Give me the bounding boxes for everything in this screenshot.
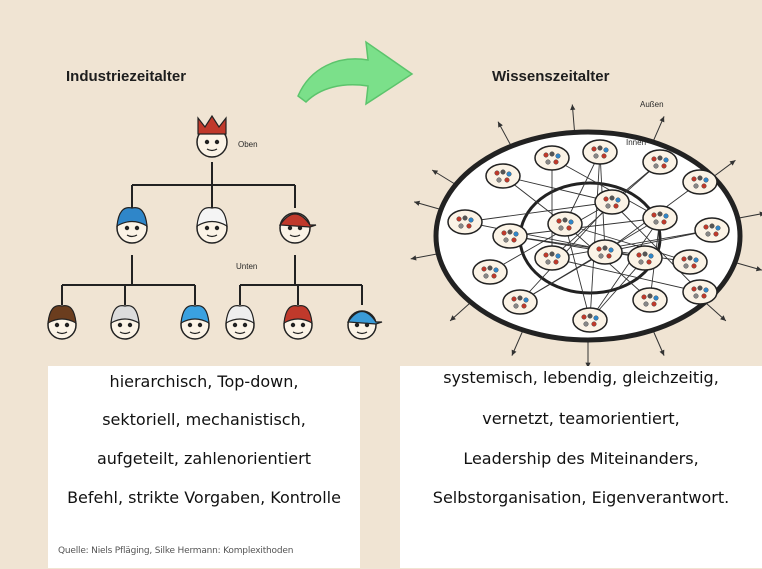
outward-arrow (413, 200, 444, 211)
right-title: Wissenszeitalter (492, 68, 610, 85)
outer-label: Außen (640, 100, 664, 109)
network-link (564, 223, 691, 263)
transition-arrow (297, 40, 414, 106)
top-label: Oben (238, 140, 258, 149)
right-line-3: Leadership des Miteinanders, (463, 449, 699, 468)
face-worker-1 (47, 305, 77, 340)
team-node (447, 209, 483, 235)
team-node (572, 307, 608, 333)
team-node (502, 289, 538, 315)
left-title: Industriezeitalter (66, 68, 187, 85)
team-node (485, 163, 521, 189)
network-link (509, 235, 646, 259)
network-link (564, 223, 591, 321)
outward-arrow (732, 261, 762, 272)
team-node (582, 139, 618, 165)
team-node (594, 189, 630, 215)
bottom-label: Unten (236, 262, 258, 271)
team-node (472, 259, 508, 285)
right-line-4: Selbstorganisation, Eigenverantwort. (432, 488, 730, 507)
network-link (589, 151, 601, 321)
team-node (642, 149, 678, 175)
face-worker-6 (346, 310, 383, 340)
hierarchy-tree (61, 162, 363, 305)
left-line-3: aufgeteilt, zahlenorientiert (96, 449, 311, 468)
network-link (509, 217, 661, 237)
team-node (642, 205, 678, 231)
right-line-1: systemisch, lebendig, gleichzeitig, (443, 368, 719, 387)
face-manager-2 (196, 207, 228, 244)
team-node (694, 217, 730, 243)
outward-arrow (735, 211, 762, 220)
network-link (604, 229, 713, 253)
face-worker-5 (283, 305, 313, 340)
network-link (519, 217, 661, 303)
face-worker-4 (225, 305, 255, 340)
network-link (464, 201, 613, 223)
face-manager-1 (116, 207, 148, 244)
team-node (534, 245, 570, 271)
network-link (551, 157, 661, 219)
network-link (589, 217, 661, 321)
face-worker-2 (110, 305, 140, 340)
left-line-1: hierarchisch, Top-down, (109, 372, 299, 391)
team-node (492, 223, 528, 249)
outward-arrow (410, 252, 441, 261)
network-link (489, 201, 613, 273)
team-node (682, 279, 718, 305)
network-diagram (410, 104, 762, 368)
team-node (627, 245, 663, 271)
source-citation: Quelle: Niels Pfläging, Silke Hermann: K… (58, 546, 294, 556)
team-node (547, 211, 583, 237)
team-node (587, 239, 623, 265)
inner-label: Innen (626, 138, 647, 147)
left-line-4: Befehl, strikte Vorgaben, Kontrolle (67, 488, 341, 507)
right-description-box: systemisch, lebendig, gleichzeitig, vern… (400, 366, 762, 568)
left-line-2: sektoriell, mechanistisch, (102, 410, 306, 429)
face-manager-3 (278, 212, 317, 244)
face-worker-3 (180, 305, 210, 340)
team-node (682, 169, 718, 195)
left-description-box: hierarchisch, Top-down, sektoriell, mech… (48, 366, 360, 568)
network-link (502, 175, 613, 203)
face-boss (196, 114, 228, 158)
right-line-2: vernetzt, teamorientiert, (482, 409, 680, 428)
network-link (611, 201, 701, 293)
network-link (551, 257, 701, 293)
team-node (632, 287, 668, 313)
team-node (534, 145, 570, 171)
team-node (672, 249, 708, 275)
